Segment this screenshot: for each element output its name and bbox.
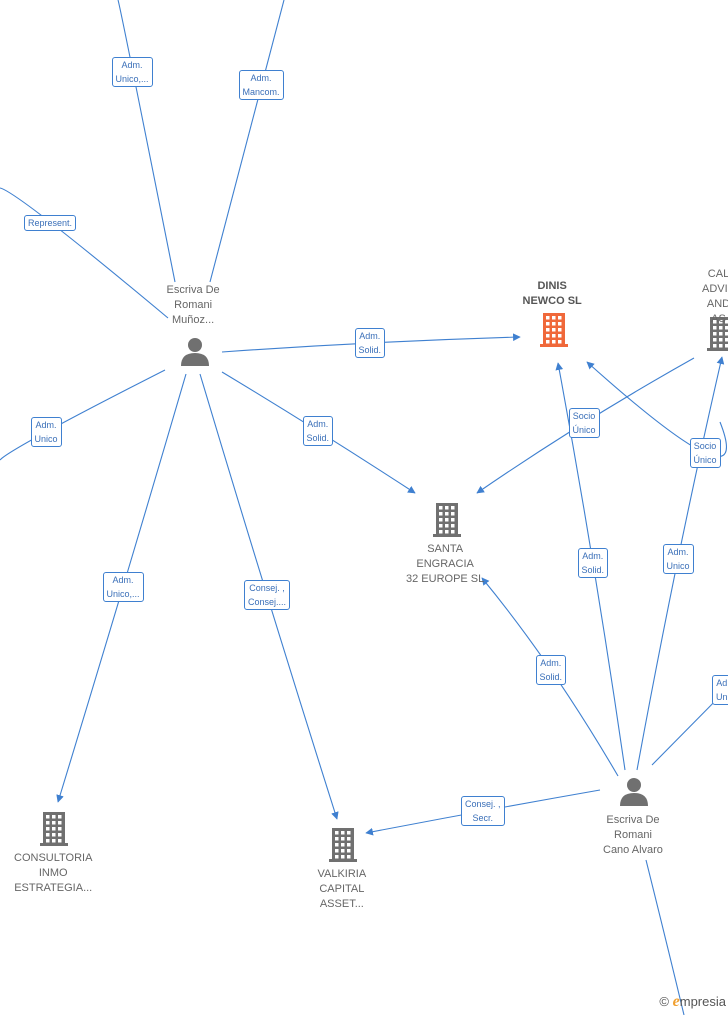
edge-line-extra (645, 859, 685, 1015)
node-label-cal-advis[interactable]: CAL ADVIS AND AS (702, 268, 728, 325)
brand-initial: e (672, 993, 680, 1010)
building-icon[interactable] (540, 313, 568, 347)
edge-label-e10[interactable]: Socio Único (689, 438, 721, 468)
edge-label-e8[interactable]: Consej. , Consej.... (244, 580, 291, 610)
copyright-symbol: © (659, 994, 670, 1009)
node-label-santa-engracia[interactable]: SANTA ENGRACIA 32 EUROPE SL (406, 543, 485, 585)
watermark: © empresia (659, 993, 726, 1011)
edge-label-e3[interactable]: Represent. (24, 215, 77, 231)
node-label-person-cano[interactable]: Escriva De Romani Cano Alvaro (603, 814, 663, 856)
node-label-dinis-newco[interactable]: DINIS NEWCO SL (522, 280, 582, 307)
building-icon[interactable] (433, 503, 461, 537)
edge-label-e7[interactable]: Adm. Unico,... (102, 572, 144, 602)
nodes-layer (40, 313, 728, 862)
edge-label-e2[interactable]: Adm. Mancom. (238, 70, 284, 100)
person-icon[interactable] (620, 778, 648, 806)
edge-label-e14[interactable]: Consej. , Secr. (461, 796, 505, 826)
building-icon[interactable] (329, 828, 357, 862)
edge-label-e1[interactable]: Adm. Unico,... (111, 57, 153, 87)
node-label-consultoria-inmo[interactable]: CONSULTORIA INMO ESTRATEGIA... (14, 852, 93, 894)
brand-name: mpresia (679, 994, 726, 1009)
building-icon[interactable] (40, 812, 68, 846)
edge-label-e6[interactable]: Adm. Solid. (302, 416, 334, 446)
edge-label-e11[interactable]: Adm. Solid. (577, 548, 609, 578)
edge-label-e4[interactable]: Adm. Solid. (354, 328, 386, 358)
node-label-person-munoz[interactable]: Escriva De Romani Muñoz... (166, 284, 220, 326)
node-label-valkiria-capital[interactable]: VALKIRIA CAPITAL ASSET... (317, 868, 367, 910)
edge-label-e12[interactable]: Adm. Unico (662, 544, 694, 574)
edge-label-e9[interactable]: Socio Único (568, 408, 600, 438)
edge-label-e13[interactable]: Adm. Solid. (535, 655, 567, 685)
edge-label-e5[interactable]: Adm. Unico (30, 417, 62, 447)
edge-label-e15[interactable]: Ad Un (712, 675, 728, 705)
person-icon[interactable] (181, 338, 209, 366)
building-icon[interactable] (707, 317, 728, 351)
